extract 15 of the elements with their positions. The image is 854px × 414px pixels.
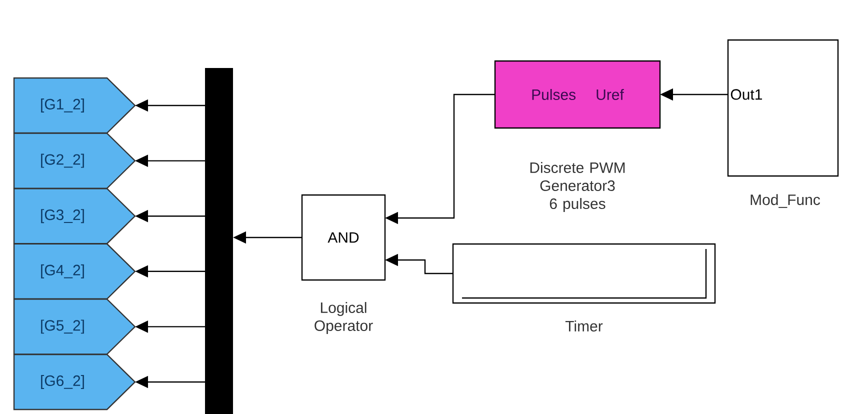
block-label: Timer — [565, 320, 603, 332]
goto-tag: [G4_2] — [13, 243, 136, 300]
goto-tag: [G5_2] — [13, 298, 136, 355]
block-label: Discrete PWM Generator3 6 pulses — [530, 162, 625, 212]
pwm-block: Pulses Uref — [494, 60, 661, 129]
block-label: Logical Operator — [314, 302, 373, 334]
logic-block: AND — [301, 194, 386, 281]
goto-tag: [G2_2] — [13, 132, 136, 189]
goto-tag: [G6_2] — [13, 354, 136, 410]
timer-block — [452, 243, 716, 304]
goto-tag: [G1_2] — [13, 77, 136, 134]
demux-bar — [205, 68, 233, 414]
goto-tag: [G3_2] — [13, 188, 136, 244]
block-label: Mod_Func — [750, 194, 820, 208]
subsystem-block: Out1 — [727, 39, 839, 177]
